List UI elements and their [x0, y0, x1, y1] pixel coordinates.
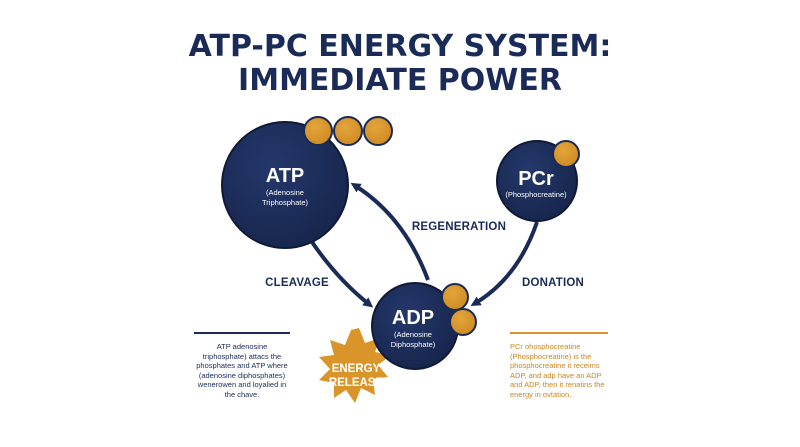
adp-phosphate-icon [441, 283, 469, 311]
adp-molecule: ADP (Adenosine Diphosphate) [371, 282, 477, 370]
atp-note: ATP adenosine triphosphate) attacs the p… [194, 332, 290, 399]
atp-name-line-1: (Adenosine [266, 188, 304, 197]
title-line-2: IMMEDIATE POWER [238, 63, 562, 98]
pcr-symbol: PCr [518, 168, 554, 190]
donation-arrow [470, 221, 539, 307]
pcr-molecule: PCr (Phosphocreatine) [496, 140, 580, 222]
atp-symbol: ATP [266, 165, 305, 187]
atp-phosphate-icon [363, 116, 393, 146]
regeneration-label: REGENERATION [412, 221, 506, 233]
energy-release-line-2: RELEASE [329, 377, 384, 389]
adp-name-line-1: (Adenosine [394, 330, 432, 339]
atp-phosphate-icon [333, 116, 363, 146]
atp-molecule: ATP (Adenosine Triphosphate) [221, 116, 393, 249]
cleavage-arrow [310, 240, 374, 308]
atp-circle [221, 121, 349, 249]
adp-name-line-2: Diphosphate) [391, 340, 436, 349]
cleavage-label: CLEAVAGE [265, 277, 329, 289]
adp-phosphate-icon [449, 308, 477, 336]
atp-phosphate-icon [303, 116, 333, 146]
atp-name-line-2: Triphosphate) [262, 198, 308, 207]
adp-symbol: ADP [392, 307, 434, 329]
energy-release-line-1: ENERGY [332, 363, 381, 375]
energy-release-burst-icon [319, 328, 391, 403]
pcr-note: PCr ohosphocreatine (Phosphocreatine) is… [510, 332, 608, 399]
donation-label: DONATION [522, 277, 584, 289]
title-line-1: ATP-PC ENERGY SYSTEM: [188, 29, 612, 64]
regeneration-arrow [350, 182, 430, 281]
pcr-phosphate-icon [552, 140, 580, 168]
pcr-name-line-1: (Phosphocreatine) [505, 190, 567, 199]
